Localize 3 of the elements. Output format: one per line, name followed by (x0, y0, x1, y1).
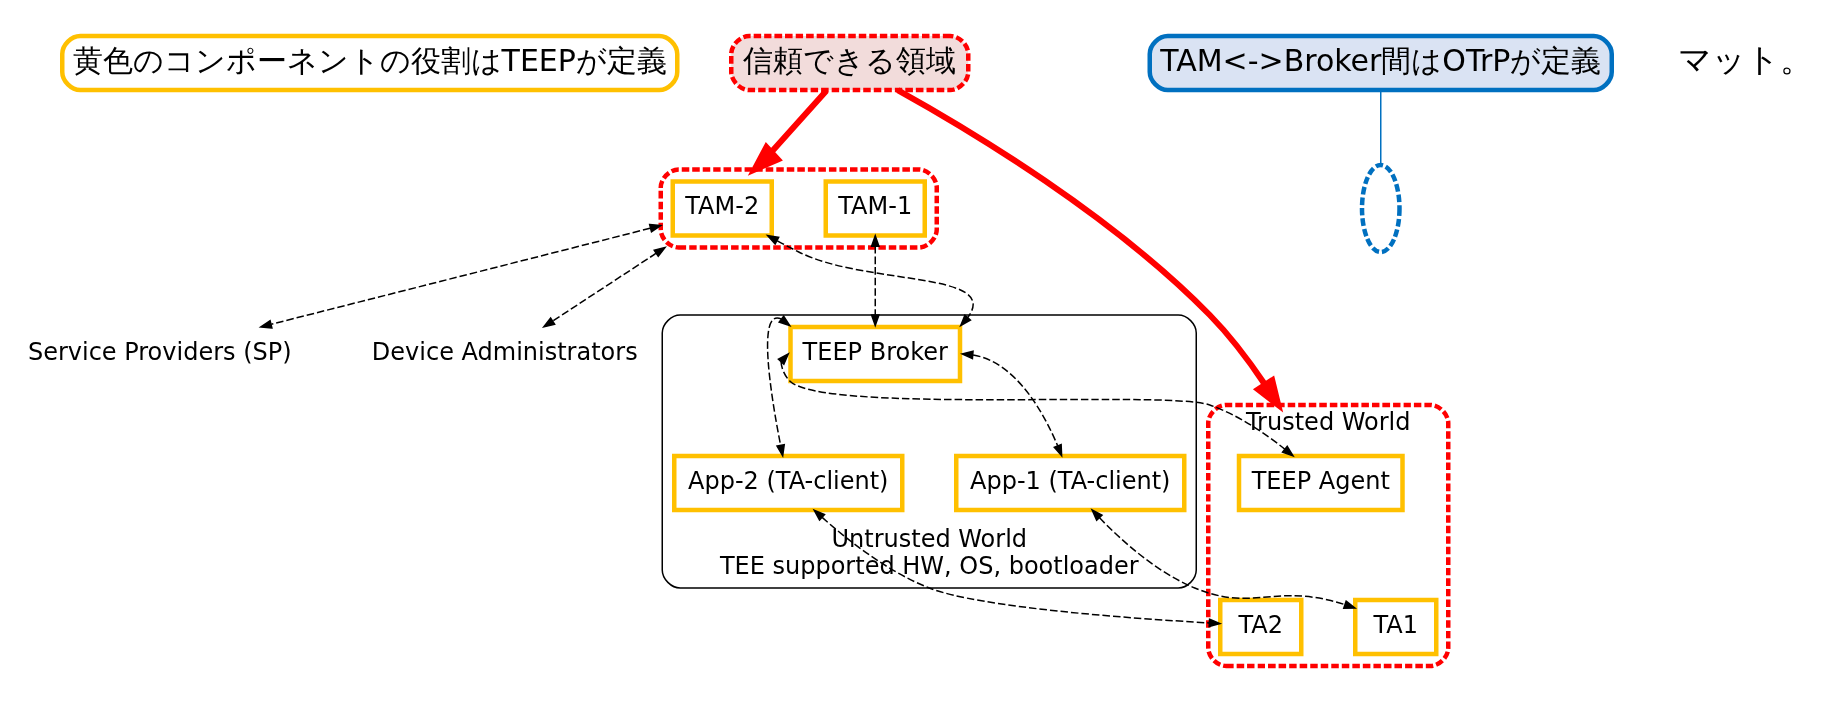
node-text: Device Administrators (371, 337, 638, 366)
node-text: Service Providers (SP) (27, 337, 292, 366)
label: マット。 (1677, 39, 1813, 79)
